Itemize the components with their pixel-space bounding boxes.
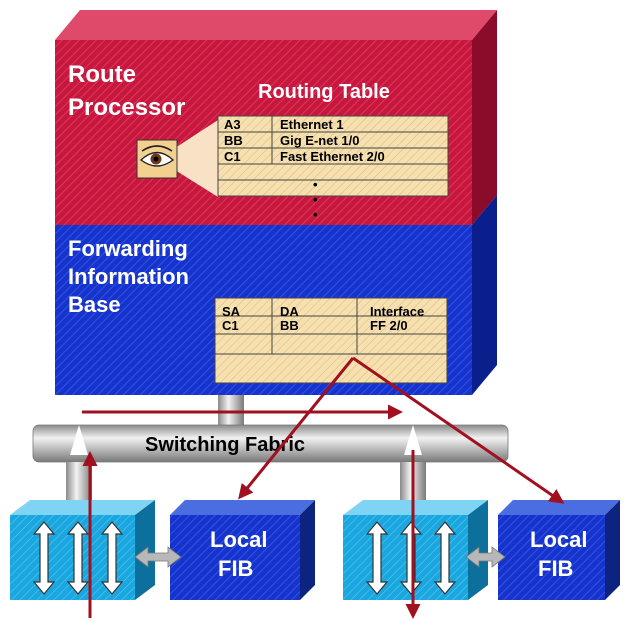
lc-left-port-arrows-icon [32,521,124,595]
fib-push-left-arrow [238,357,355,500]
fib-table: SA DA Interface C1 BB FF 2/0 [214,297,448,384]
fib-header-interface: Interface [370,304,424,319]
local-fib-left-line1: Local [210,527,267,552]
fib-push-right-arrow [352,356,565,504]
lc-to-fib-right-connector [465,546,506,568]
fib-title-line3: Base [68,292,121,317]
local-fib-left-front [170,515,300,600]
rt-row-2-prefix: BB [224,133,243,148]
fib-header-sa: SA [222,304,241,319]
local-fib-right-side [605,500,620,600]
rt-row-1-prefix: A3 [224,117,241,132]
lc-right-top [343,500,488,515]
rt-ellipsis-dot-3: • [313,207,318,222]
fib-side-face [472,195,497,395]
fib-title-line1: Forwarding [68,236,188,261]
fib-cell-da: BB [280,318,299,333]
local-fib-left-line2: FIB [218,556,253,581]
local-fib-right-front [498,515,605,600]
fabric-bus [32,424,509,463]
routing-table: A3 Ethernet 1 BB Gig E-net 1/0 C1 Fast E… [217,115,449,222]
switching-fabric: Switching Fabric [32,395,509,514]
switching-fabric-label: Switching Fabric [145,434,305,456]
lc-right-port-arrows-icon [365,521,457,595]
lc-left-top [10,500,155,515]
rt-ellipsis-dot-1: • [313,177,318,192]
lc-to-fib-left-connector [134,546,182,568]
local-fib-right: Local FIB [498,500,620,600]
routing-table-title: Routing Table [258,81,390,103]
fib-connector-pipe [218,395,244,425]
rt-row-1-interface: Ethernet 1 [280,117,344,132]
local-fib-right-line1: Local [530,527,587,552]
fib-cell-sa: C1 [222,318,239,333]
rt-row-3-interface: Fast Ethernet 2/0 [280,149,385,164]
rt-ellipsis-dot-2: • [313,192,318,207]
rp-title-line1: Route [68,61,136,88]
local-fib-right-line2: FIB [538,556,573,581]
line-card-right [343,500,488,600]
fib-title-line2: Information [68,264,189,289]
local-fib-left-side [300,500,315,600]
fib-header-da: DA [280,304,299,319]
local-fib-right-top [498,500,620,515]
left-junction-chevron [70,425,88,455]
rt-row-3-prefix: C1 [224,149,241,164]
line-card-left [10,500,155,600]
local-fib-left: Local FIB [170,500,315,600]
local-fib-left-top [170,500,315,515]
fib-cell-interface: FF 2/0 [370,318,408,333]
rt-row-2-interface: Gig E-net 1/0 [280,133,359,148]
packet-flow-arrows [82,356,565,619]
eye-icon [136,120,218,197]
rp-top-face [55,10,497,40]
rp-title-line2: Processor [68,94,185,121]
right-junction-chevron [404,425,422,455]
rp-side-face [472,10,497,225]
